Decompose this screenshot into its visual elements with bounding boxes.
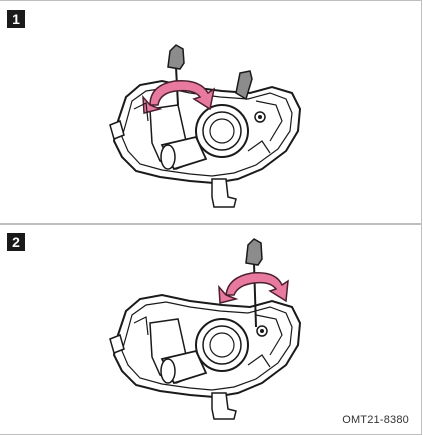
release-knob <box>168 45 184 69</box>
headlight-assembly-diagram-1 <box>0 1 421 223</box>
lamp-bowl-outer <box>196 319 248 371</box>
step-2-panel: 2 OMT21-8380 <box>0 225 421 434</box>
bottom-connector <box>212 393 236 419</box>
headlight-assembly-diagram-2 <box>0 225 421 434</box>
figure-code: OMT21-8380 <box>342 414 409 426</box>
release-knob <box>246 239 262 265</box>
bulb-socket-end <box>161 359 175 383</box>
bulb-socket-end <box>161 145 175 169</box>
rotation-arrow <box>226 273 288 301</box>
bottom-connector <box>212 179 236 207</box>
lamp-bowl-outer <box>196 105 248 157</box>
step-1-panel: 1 <box>0 1 421 223</box>
